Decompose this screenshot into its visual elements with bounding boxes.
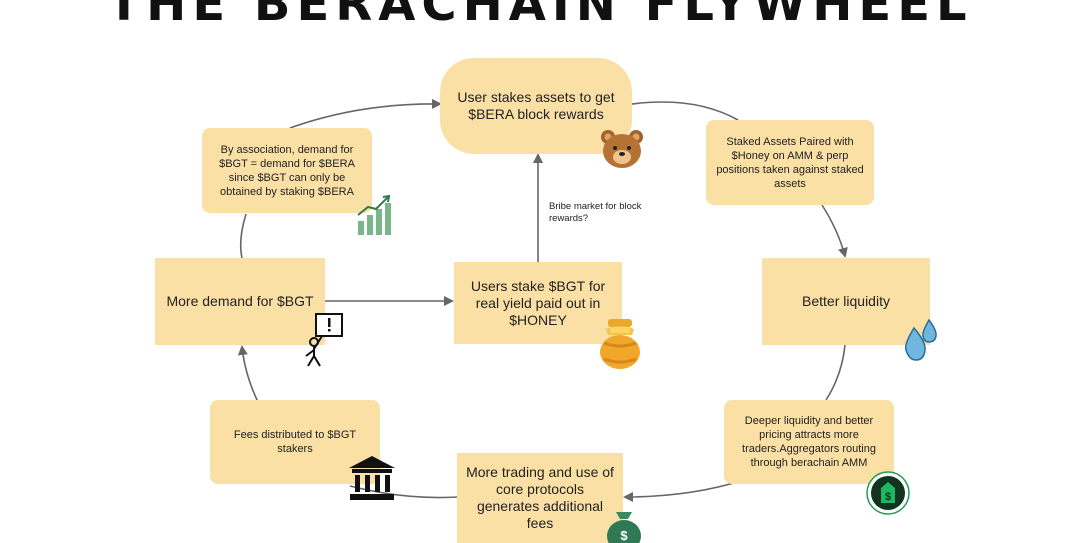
droplets-icon bbox=[904, 318, 937, 361]
arrow-demand-to-association bbox=[239, 213, 247, 259]
bear-icon bbox=[601, 130, 643, 168]
svg-text:$: $ bbox=[620, 528, 628, 543]
node-fees-distributed: Fees distributed to $BGT stakers bbox=[210, 400, 380, 484]
arrow-liquidity-to-deeper bbox=[825, 344, 846, 401]
arrow-deeper-to-trading bbox=[623, 479, 745, 502]
node-more-trading-label: More trading and use of core protocols g… bbox=[466, 464, 614, 531]
node-stake-assets: User stakes assets to get $BERA block re… bbox=[440, 58, 632, 154]
dollar-tag-icon: $ bbox=[866, 471, 910, 515]
arrow-top-to-staked bbox=[631, 101, 739, 121]
arrow-fees-to-demand bbox=[237, 345, 259, 403]
diagram-title: THE BERACHAIN FLYWHEEL bbox=[107, 0, 973, 32]
money-bag-icon: $ bbox=[607, 512, 641, 543]
bribe-market-label: Bribe market for block rewards? bbox=[549, 201, 642, 224]
node-better-liquidity: Better liquidity bbox=[762, 258, 930, 345]
node-association-label: By association, demand for $BGT = demand… bbox=[219, 143, 355, 198]
bank-icon bbox=[349, 456, 395, 500]
node-staked-assets-paired-label: Staked Assets Paired with $Honey on AMM … bbox=[716, 135, 864, 190]
node-more-demand: More demand for $BGT bbox=[155, 258, 325, 345]
sign-person-icon bbox=[305, 313, 343, 367]
svg-text:$: $ bbox=[885, 491, 891, 503]
node-stake-bgt-label: Users stake $BGT for real yield paid out… bbox=[470, 277, 606, 328]
node-stake-bgt: Users stake $BGT for real yield paid out… bbox=[454, 262, 622, 344]
node-deeper-liquidity: Deeper liquidity and better pricing attr… bbox=[724, 400, 894, 484]
chart-icon bbox=[357, 195, 391, 235]
node-staked-assets-paired: Staked Assets Paired with $Honey on AMM … bbox=[706, 120, 874, 205]
node-deeper-liquidity-label: Deeper liquidity and better pricing attr… bbox=[742, 415, 876, 469]
node-stake-assets-label: User stakes assets to get $BERA block re… bbox=[457, 89, 615, 122]
node-more-demand-label: More demand for $BGT bbox=[166, 293, 314, 309]
node-more-trading: More trading and use of core protocols g… bbox=[457, 453, 623, 543]
honey-pot-icon bbox=[600, 319, 640, 369]
arrow-staked-to-liquidity bbox=[821, 204, 848, 258]
arrow-trading-to-fees bbox=[349, 485, 459, 499]
arrow-association-to-top bbox=[289, 98, 442, 129]
node-association: By association, demand for $BGT = demand… bbox=[202, 128, 372, 213]
node-fees-distributed-label: Fees distributed to $BGT stakers bbox=[233, 429, 357, 455]
node-better-liquidity-label: Better liquidity bbox=[802, 293, 890, 309]
